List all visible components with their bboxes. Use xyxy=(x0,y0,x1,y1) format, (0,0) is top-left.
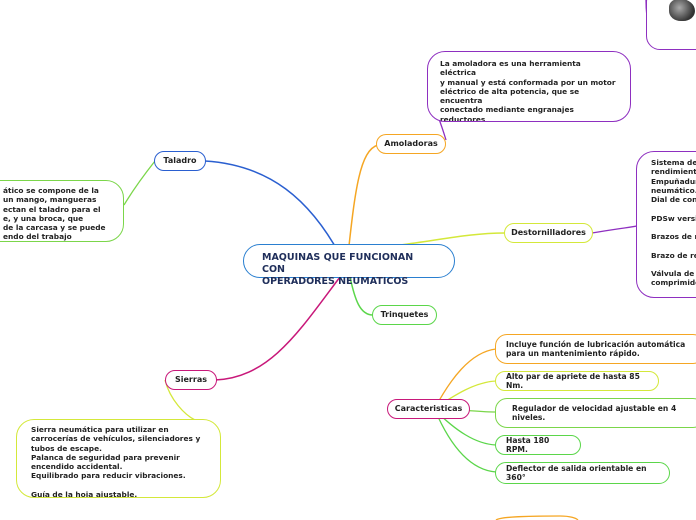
caracteristica-item-4[interactable]: Hasta 180 RPM. xyxy=(495,435,581,455)
caracteristica-item-2[interactable]: Alto par de apriete de hasta 85 Nm. xyxy=(495,371,659,391)
caracteristica-item-1[interactable]: Incluye función de lubricación automátic… xyxy=(495,334,696,364)
link-sierras xyxy=(214,276,341,381)
destornilladores-description: Sistema de rendimiento Empuñadur neumáti… xyxy=(636,151,696,298)
root-node[interactable]: MAQUINAS QUE FUNCIONAN CON OPERADORES NE… xyxy=(243,244,455,287)
caracteristica-item-5[interactable]: Deflector de salida orientable en 360° xyxy=(495,462,670,484)
link-trinquetes xyxy=(349,276,374,316)
amoladoras-description: La amoladora es una herramienta eléctric… xyxy=(427,51,631,122)
link-destornilladores xyxy=(399,232,506,246)
trinquetes-node[interactable]: Trinquetes xyxy=(372,305,437,325)
link-taladro xyxy=(204,160,341,256)
amoladoras-node[interactable]: Amoladoras xyxy=(376,134,446,154)
bottom-partial-node-edge xyxy=(495,515,579,520)
sierras-description: Sierra neumática para utilizar en carroc… xyxy=(16,419,221,498)
taladro-node[interactable]: Taladro xyxy=(154,151,206,171)
link-car-5 xyxy=(434,409,497,473)
link-destornilladores-note xyxy=(591,225,638,234)
link-amoladoras xyxy=(347,144,379,256)
caracteristica-item-3[interactable]: Regulador de velocidad ajustable en 4 ni… xyxy=(495,398,696,428)
taladro-description: ático se compone de la un mango, manguer… xyxy=(0,180,124,242)
sierras-node[interactable]: Sierras xyxy=(165,370,217,390)
link-taladro-note xyxy=(123,160,156,206)
destornilladores-node[interactable]: Destornilladores xyxy=(504,223,593,243)
top-image-node[interactable] xyxy=(646,0,696,50)
caracteristicas-node[interactable]: Caracteristicas xyxy=(387,399,470,419)
tool-image-icon xyxy=(669,0,695,21)
